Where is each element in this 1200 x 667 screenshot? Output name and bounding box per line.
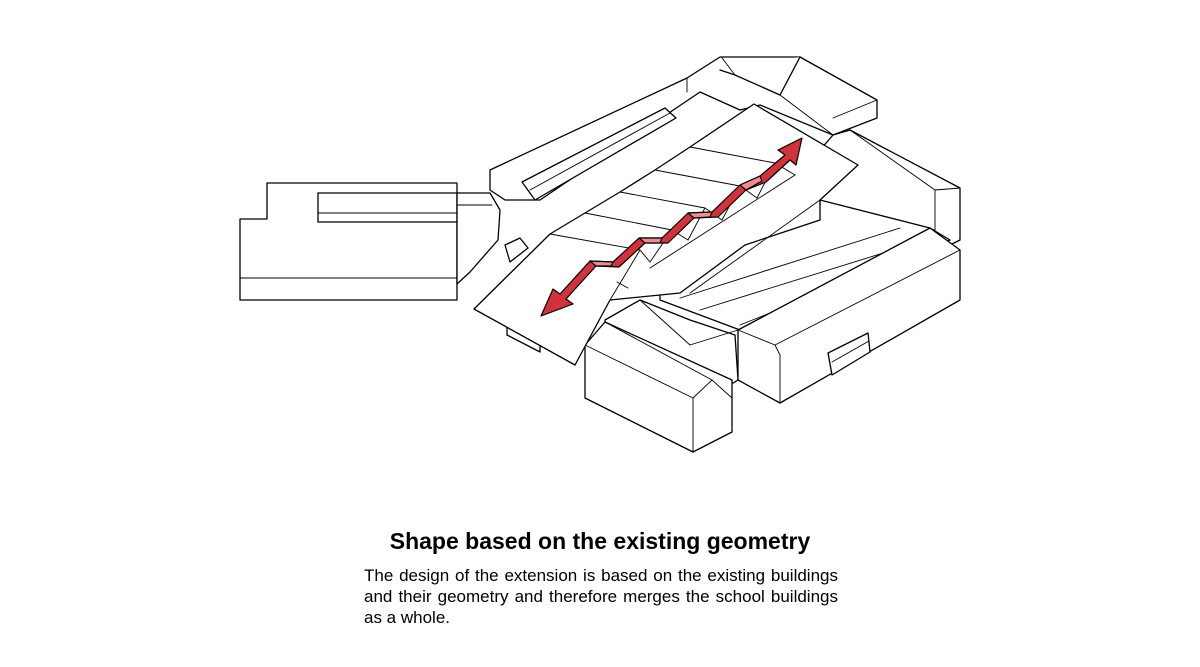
caption-title: Shape based on the existing geometry <box>389 528 811 554</box>
south-front-block <box>584 321 733 453</box>
arrow-light-facets <box>589 175 763 267</box>
arrow-body <box>540 137 803 317</box>
north-wing-building <box>489 56 878 201</box>
caption-body: The design of the extension is based on … <box>364 566 838 627</box>
axonometric-diagram <box>239 56 961 453</box>
circulation-arrow <box>540 137 803 317</box>
left-annex-building <box>239 182 501 301</box>
